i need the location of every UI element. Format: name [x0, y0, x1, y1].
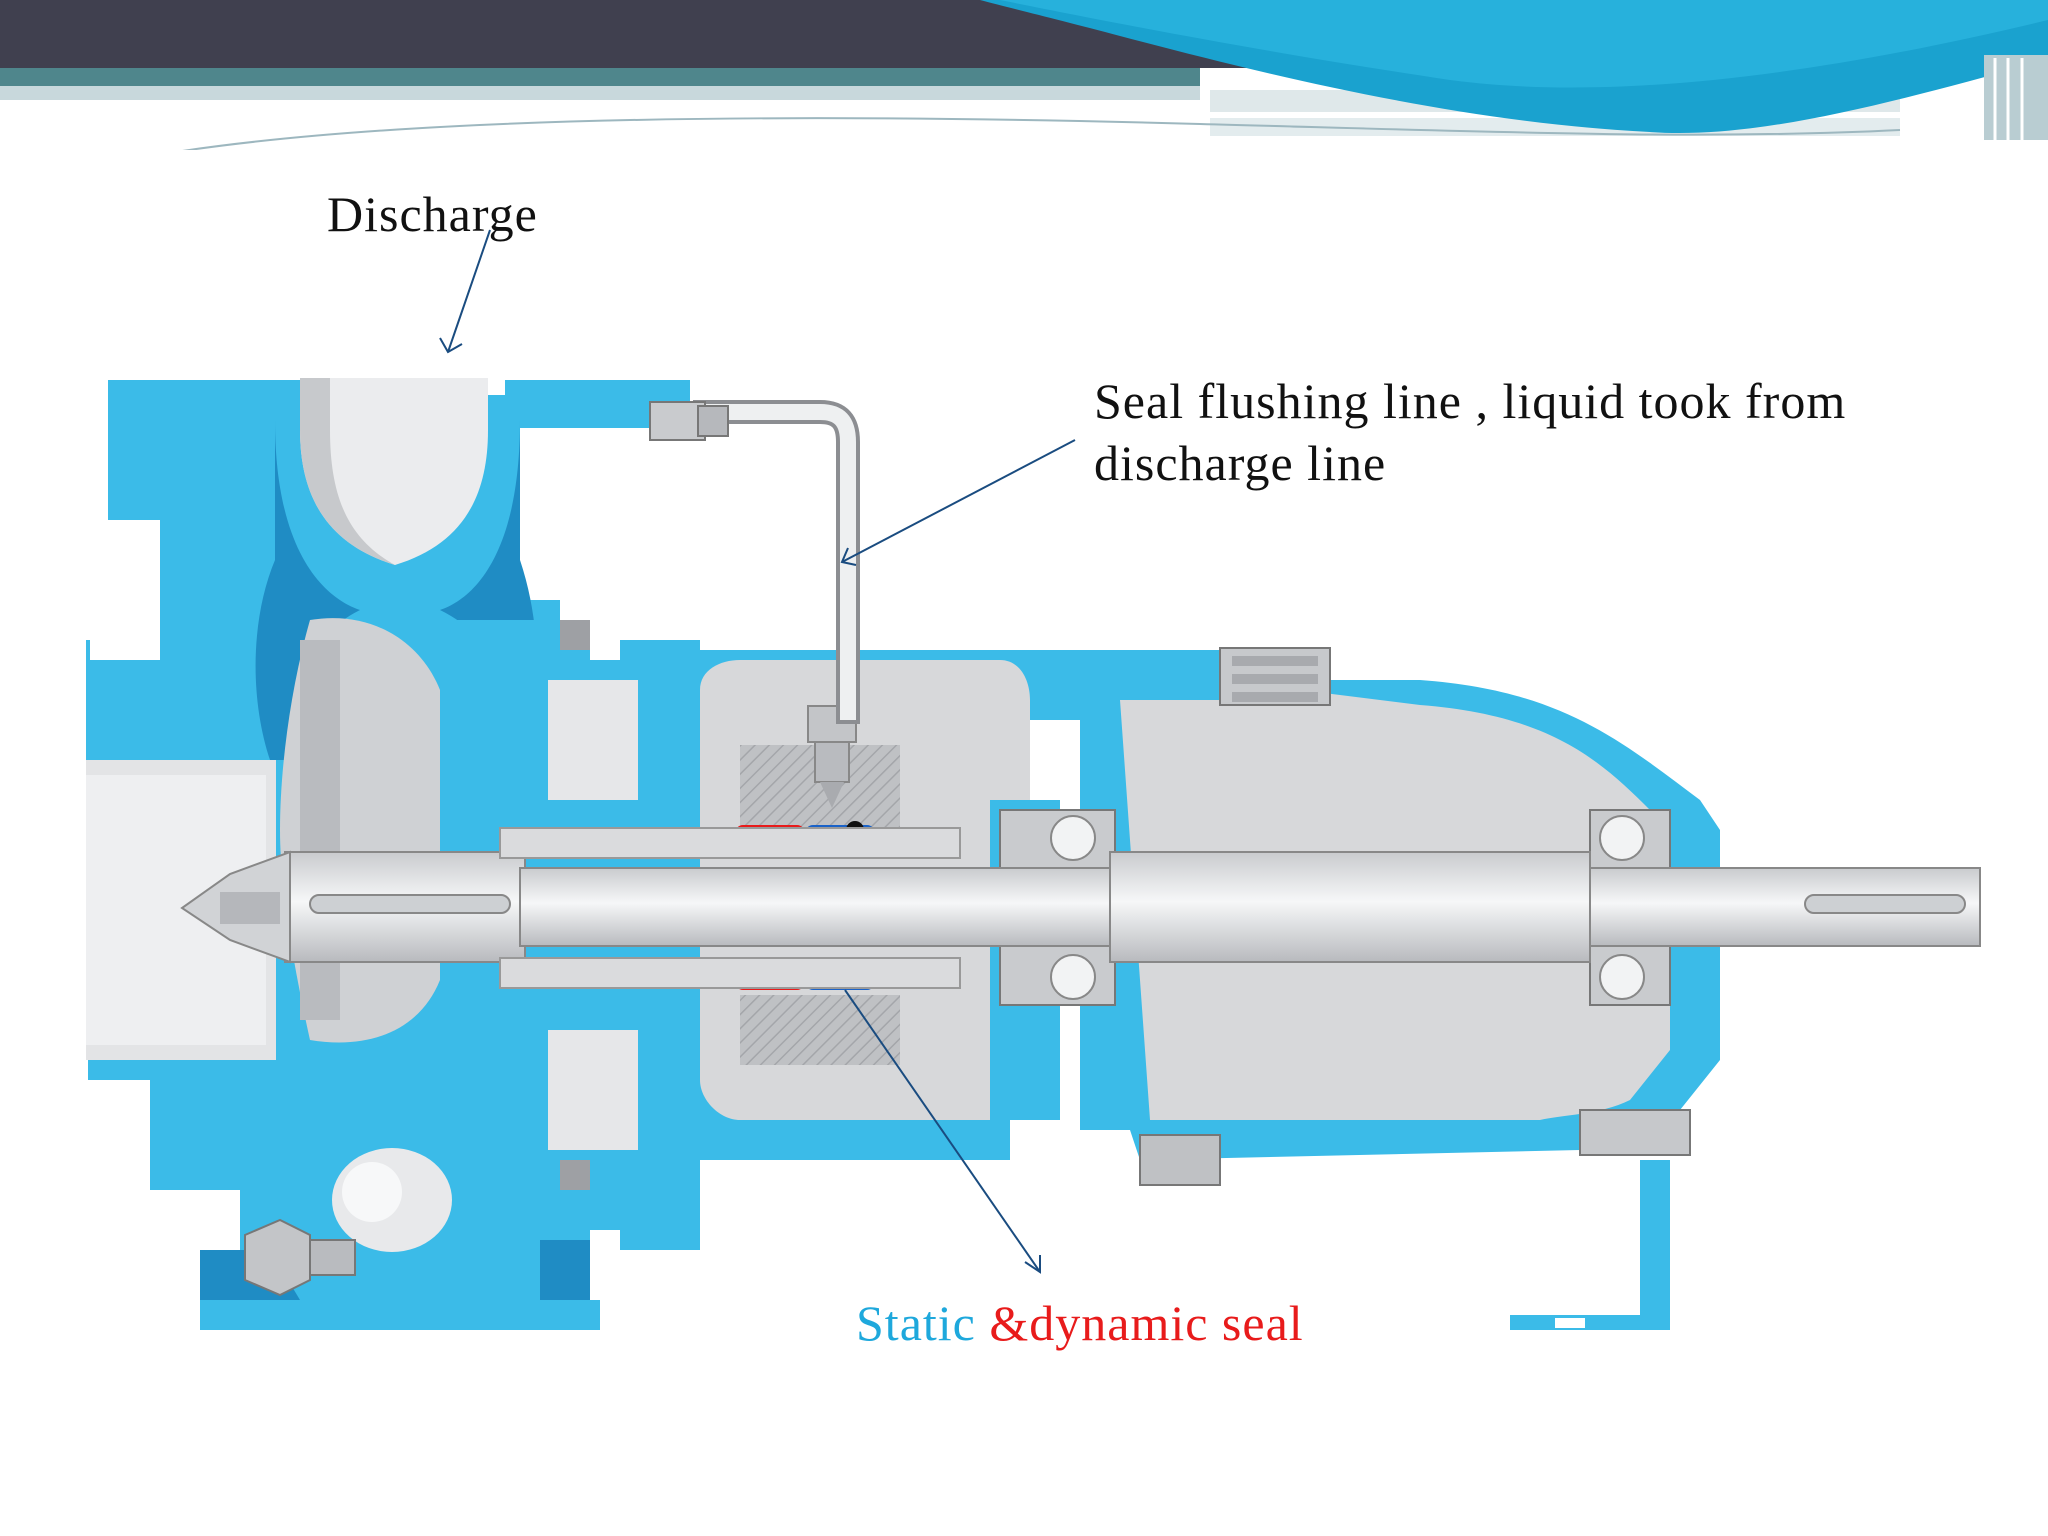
seal-flushing-label-line-2: discharge line	[1094, 435, 1387, 491]
static-seal-label: Static	[856, 1295, 976, 1351]
discharge-label: Discharge	[327, 186, 538, 242]
discharge-arrow	[447, 229, 491, 353]
seal-flushing-label-line-1: Seal flushing line , liquid took from	[1094, 373, 1847, 429]
pump-shaft	[180, 827, 1981, 989]
dynamic-seal-label: &dynamic seal	[989, 1295, 1304, 1351]
slide-header-decoration	[0, 0, 2048, 150]
casing-bolts	[244, 620, 590, 1297]
seal-type-label: Static &dynamic seal	[856, 1292, 1304, 1354]
flushing-line-arrow	[841, 439, 1076, 563]
seal-arrow	[844, 989, 1041, 1273]
seal-flushing-label: Seal flushing line , liquid took from di…	[1094, 370, 1846, 494]
flushing-line-tube	[649, 400, 860, 724]
annotation-arrows	[439, 229, 1076, 1274]
